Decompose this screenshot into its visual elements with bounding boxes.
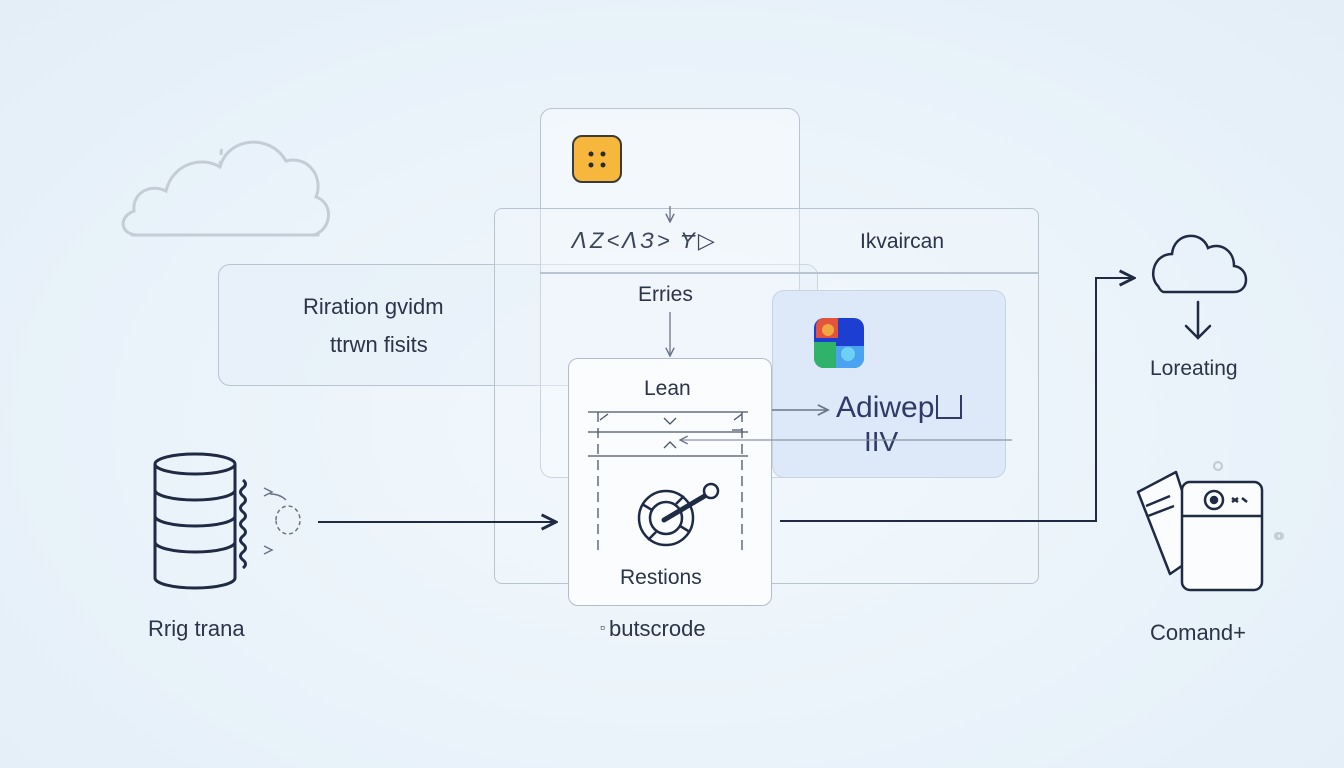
header-right-label: Ikvaircan	[860, 230, 945, 253]
database-icon	[153, 452, 247, 590]
yellow-app-icon	[572, 135, 622, 183]
device-documents-icon	[1136, 461, 1282, 592]
database-caption: Rrig trana	[148, 616, 245, 641]
box-glyph	[936, 395, 963, 419]
card-label: Restions	[620, 566, 702, 589]
front-card	[568, 358, 772, 606]
left-panel-line1: Riration gvidm	[303, 294, 444, 319]
cloud-outline-icon	[121, 140, 330, 237]
header-glyphs: ᐱZ<ᐱЗ> Ɏ▷	[572, 228, 718, 253]
blue-panel-line2: IIV	[864, 426, 899, 457]
wide-panel-header-divider	[540, 272, 1038, 274]
blue-panel-line1: Adiwep	[836, 391, 963, 424]
card-title: Lean	[644, 377, 691, 400]
cloud-caption: Loreating	[1150, 357, 1238, 380]
caption-symbol: ▫	[600, 619, 605, 635]
card-internal-lines	[588, 411, 748, 552]
device-caption: Comand+	[1150, 620, 1247, 645]
center-caption-text: butscrode	[608, 616, 706, 641]
blue-panel-line1-text: Adiwep	[836, 391, 935, 424]
tall-panel-label: Erries	[638, 283, 693, 306]
blue-panel	[772, 290, 1006, 478]
left-panel-line2: ttrwn fisits	[330, 332, 428, 357]
target-wrench-icon	[637, 482, 720, 547]
center-caption: ▫butscrode	[600, 618, 706, 640]
colorful-app-icon	[814, 318, 864, 368]
cloud-download-icon	[1152, 234, 1248, 340]
db-signal-marks	[263, 487, 301, 555]
card-to-cloud-arrow	[780, 278, 1134, 522]
